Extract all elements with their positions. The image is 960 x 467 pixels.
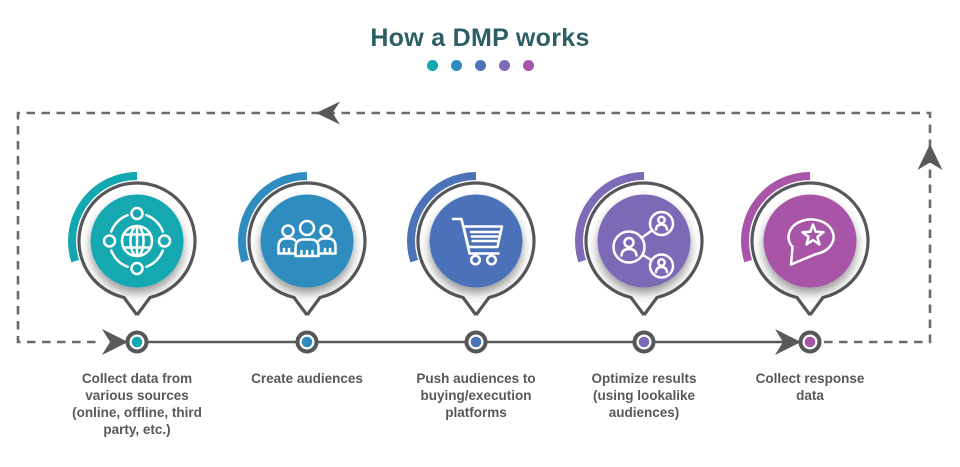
badge-progress-arc [407, 172, 477, 263]
title-accent-dots [0, 60, 960, 71]
accent-dot-magenta [522, 60, 534, 71]
accent-dot-indigo [474, 60, 486, 71]
page-title: How a DMP works [370, 24, 590, 52]
accent-dot-teal [426, 60, 438, 71]
timeline-dots [125, 330, 822, 354]
step-badge-collect-response [741, 172, 870, 316]
step-label-create-audiences: Create audiences [251, 371, 363, 386]
step-label-optimize-results: Optimize results (using lookalike audien… [591, 371, 697, 420]
audience-group-icon [277, 219, 337, 258]
speech-bubble-star-icon [787, 218, 835, 266]
accent-dot-purple [498, 60, 510, 71]
badge-ring-pointer [416, 181, 536, 316]
step-label-collect-data: Collect data from various sources (onlin… [72, 371, 202, 437]
timeline-dot [131, 336, 143, 348]
badge-ring-pointer [247, 181, 367, 316]
arrow-right-icon [775, 329, 801, 355]
badge-progress-arc [575, 172, 645, 263]
accent-dot-blue [450, 60, 462, 71]
badge-circle [260, 194, 354, 288]
step-badge-create-audiences [238, 172, 367, 316]
lookalike-audiences-icon [612, 210, 675, 279]
badge-progress-arc [741, 172, 811, 263]
step-label-collect-response: Collect response data [755, 371, 865, 403]
arrow-left-icon [316, 101, 340, 125]
timeline-dot [638, 336, 650, 348]
arrow-up-icon [917, 144, 943, 170]
badge-ring-pointer [750, 181, 870, 316]
badge-progress-arc [238, 172, 308, 263]
step-label-push-audiences: Push audiences to buying/execution platf… [416, 371, 536, 420]
timeline-dot [301, 336, 313, 348]
dashed-return-path [16, 111, 932, 344]
step-badge-push-audiences [407, 172, 536, 316]
shopping-cart-icon [451, 217, 504, 266]
badge-progress-arc [68, 172, 138, 263]
network-globe-icon [102, 206, 172, 276]
badge-ring-pointer [77, 181, 197, 316]
badge-ring-pointer [584, 181, 704, 316]
step-badge-optimize-results [575, 172, 704, 316]
timeline-dot [470, 336, 482, 348]
step-badge-collect-data [68, 172, 197, 316]
arrow-right-icon [102, 329, 128, 355]
timeline-dot [804, 336, 816, 348]
